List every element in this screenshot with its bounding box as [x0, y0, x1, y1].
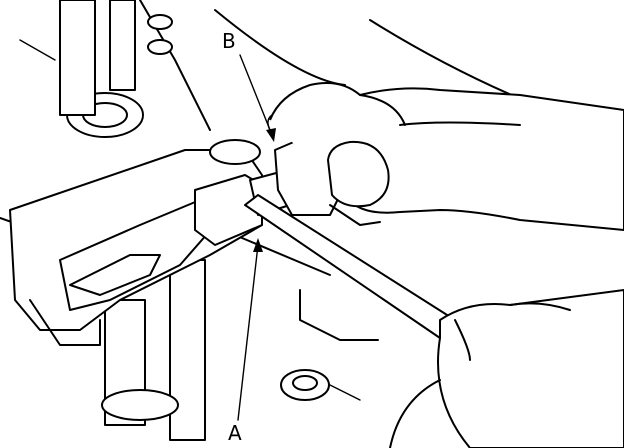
lever-arm [9, 139, 263, 346]
hand-upper [267, 82, 624, 231]
leader-arrow-a [253, 238, 263, 252]
leader-arrow-b [266, 128, 276, 142]
callout-label-b: B [222, 29, 236, 53]
hand-lower [389, 302, 571, 448]
leader-lines [237, 54, 276, 421]
leader-line-a [237, 244, 259, 421]
shafts [59, 0, 206, 441]
screwdriver [244, 194, 624, 448]
leader-line-b [239, 54, 273, 136]
callout-label-a: A [228, 421, 242, 445]
